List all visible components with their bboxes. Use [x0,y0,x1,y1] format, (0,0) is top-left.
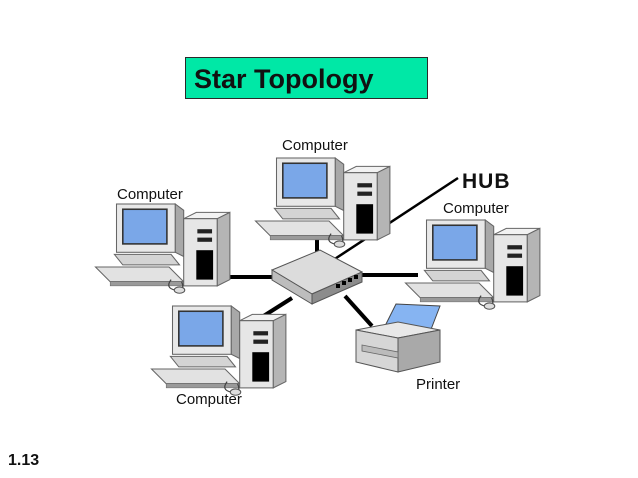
computer-top-icon [254,157,391,249]
printer-icon [355,303,441,373]
cable-printer [343,294,374,328]
cable-bottom [260,296,294,319]
computer-bottom-label: Computer [176,391,242,408]
computer-top-label: Computer [282,137,348,154]
hub-label: HUB [462,170,511,193]
slide-number: 1.13 [8,452,40,469]
computer-bottom-icon [150,305,287,397]
hub-icon [270,249,364,305]
title-box: Star Topology [185,57,428,99]
printer-label: Printer [416,376,461,393]
computer-left-icon [94,203,231,295]
computer-right-icon [404,219,541,311]
computer-left-label: Computer [117,186,183,203]
diagram-title: Star Topology [194,64,374,94]
computer-right-label: Computer [443,200,509,217]
